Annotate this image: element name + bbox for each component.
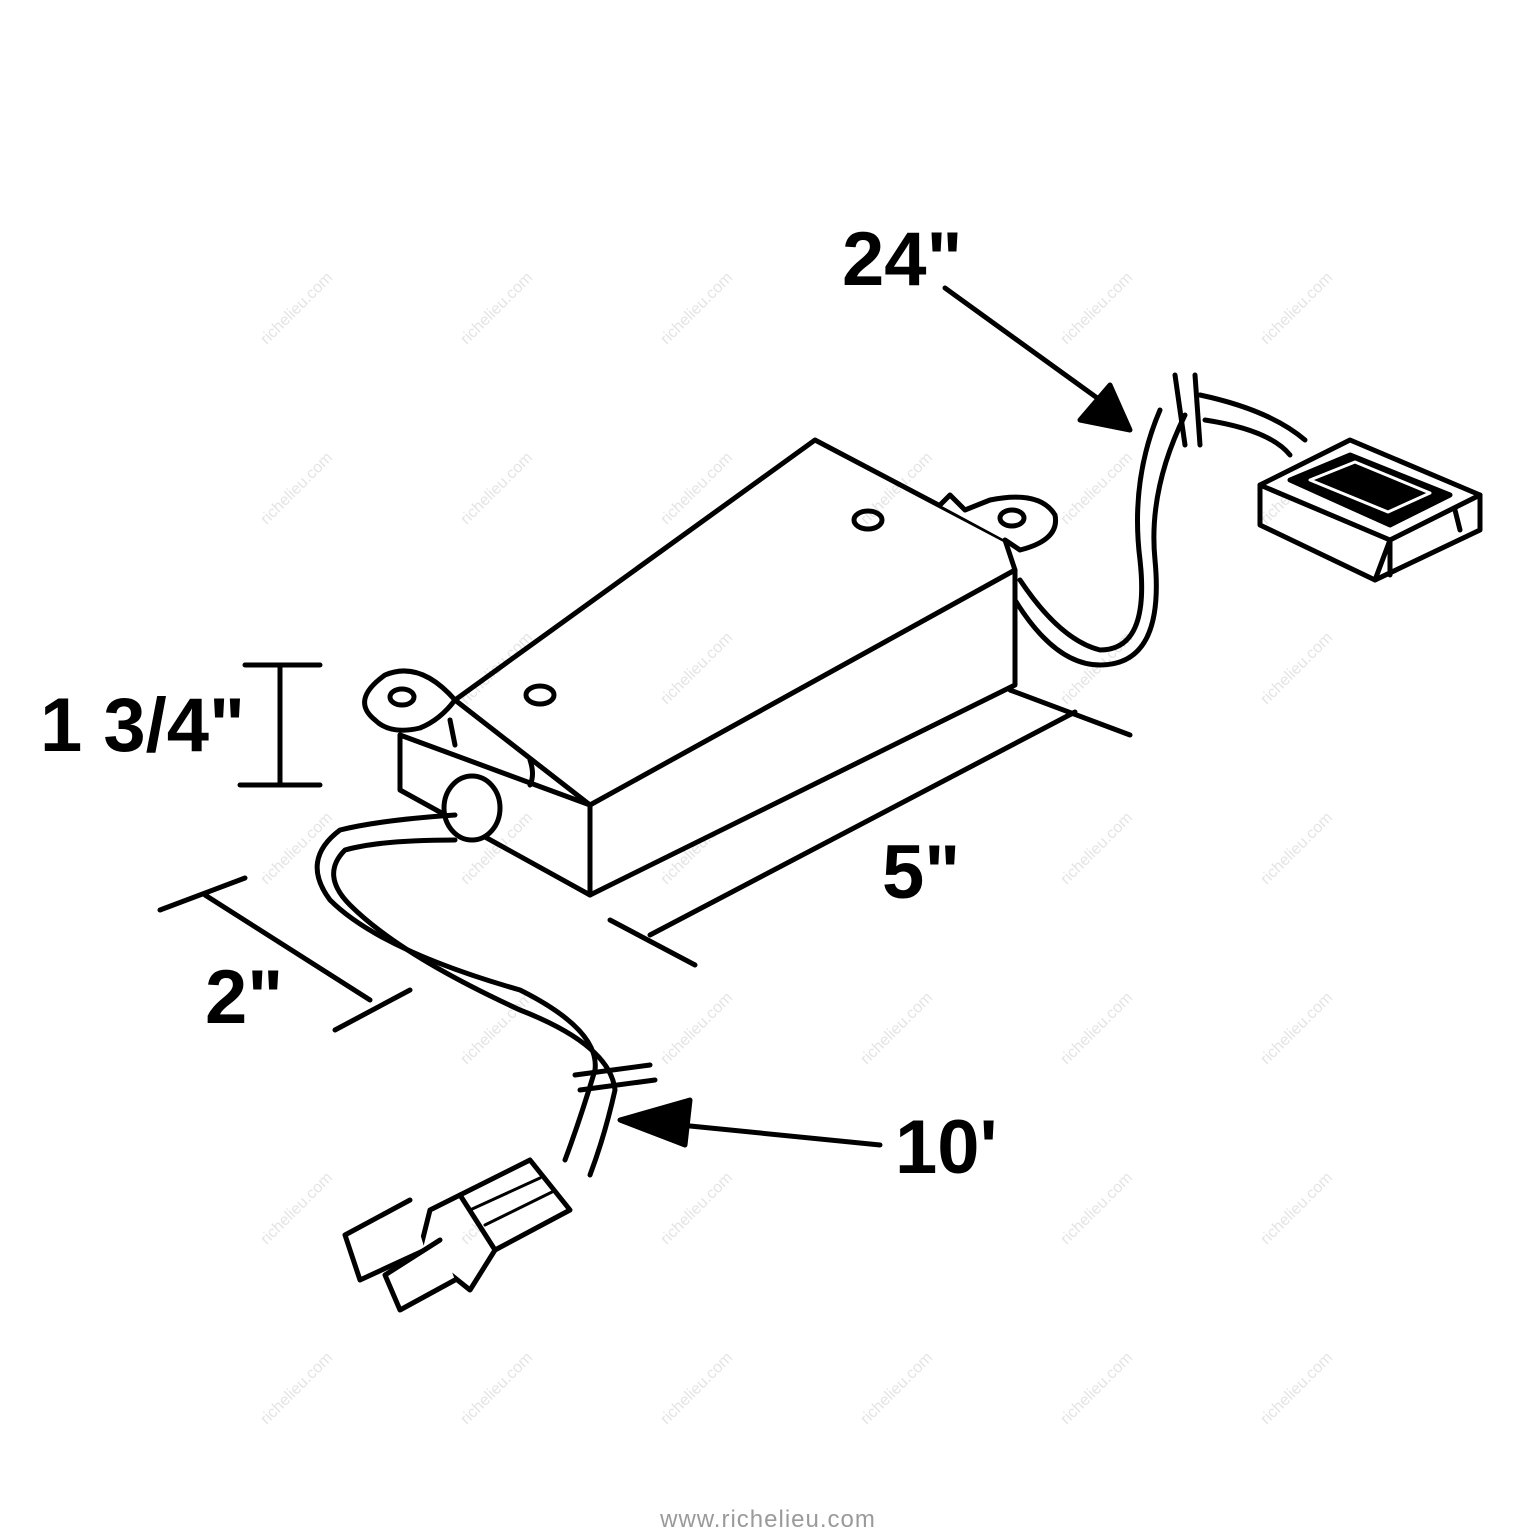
arrowhead-24 <box>1077 382 1133 433</box>
dimension-label-width: 2" <box>205 955 284 1040</box>
dimension-lines <box>157 285 1133 1148</box>
dimension-label-length: 5" <box>882 830 961 915</box>
input-cord <box>314 812 658 1313</box>
footer-website: www.richelieu.com <box>660 1506 876 1533</box>
transformer-box <box>362 437 1059 898</box>
dimension-label-output-cord: 24" <box>842 217 963 302</box>
output-cord <box>1012 372 1483 668</box>
arrowhead-10 <box>617 1097 693 1148</box>
dimension-label-height: 1 3/4" <box>40 683 246 768</box>
dimension-label-input-cord: 10' <box>895 1105 998 1190</box>
